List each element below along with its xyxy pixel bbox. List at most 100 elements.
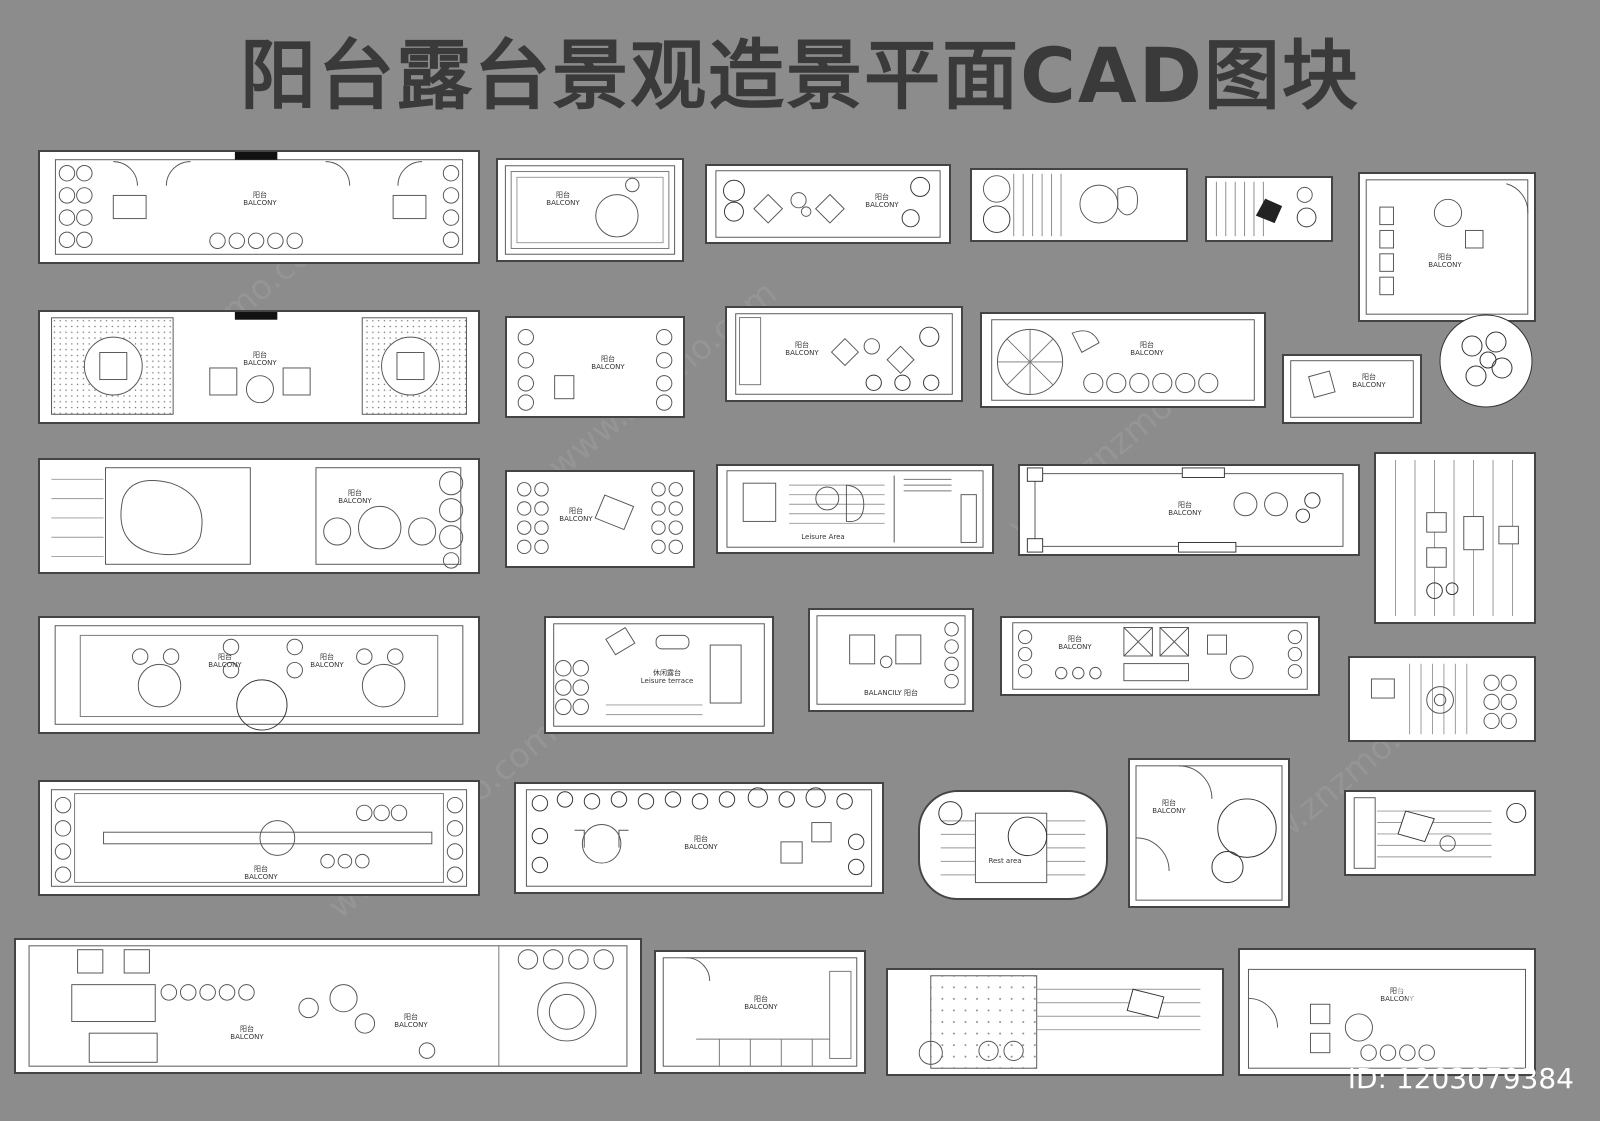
plan-balcony-11: 阳台 BALCONY	[1282, 354, 1422, 424]
room-label-en: BALCONY	[208, 660, 242, 669]
plan-balcony-14: 阳台 BALCONY	[1018, 464, 1360, 556]
plan-drawing	[504, 165, 676, 255]
plan-drawing	[28, 945, 628, 1067]
plan-drawing	[525, 787, 873, 887]
room-label-en: BALCONY	[244, 872, 278, 881]
plan-drawing	[517, 482, 683, 555]
room-label-en: BALCONY	[1380, 994, 1414, 1003]
plan-drawing	[1290, 360, 1414, 418]
plan-drawing	[938, 801, 1086, 884]
room-label-en: BALCONY	[1168, 508, 1202, 517]
area-label-en: Rest area	[988, 857, 1022, 865]
image-id: ID: 1203079384	[1347, 1062, 1574, 1095]
room-label-cn: 阳台	[253, 351, 267, 359]
plan-drawing	[54, 152, 464, 255]
room-label-cn: 阳台	[240, 1025, 254, 1033]
room-label-en: BALCONY	[744, 1002, 778, 1011]
area-label-cn: 休闲露台	[653, 669, 681, 677]
page-title: 阳台露台景观造景平面CAD图块	[240, 31, 1360, 120]
plan-drawing	[1215, 181, 1317, 237]
plan-drawing	[1135, 765, 1283, 901]
plan-balcony-22: 阳台 BALCONY	[1238, 948, 1536, 1076]
plan-drawing	[816, 615, 966, 705]
plan-balcony-7: 阳台 BALCONY	[38, 310, 480, 424]
room-label-en: BALCONY	[243, 358, 277, 367]
room-label-en: BALCONY	[243, 198, 277, 207]
plan-drawing	[50, 789, 468, 887]
plan-drawing	[1247, 968, 1527, 1069]
area-label: BALANCILY 阳台	[863, 689, 919, 697]
room-label-cn: 阳台	[404, 1013, 418, 1021]
plan-drawing	[662, 957, 858, 1067]
room-label-cn: 阳台	[694, 835, 708, 843]
plan-drawing	[553, 623, 765, 727]
room-label-cn: 阳台	[1390, 987, 1404, 995]
plan-balancily: BALANCILY 阳台	[808, 608, 974, 712]
plan-drawing	[982, 173, 1138, 237]
plan-balcony-15: 阳台 BALCONY 阳台 BALCONY	[38, 616, 480, 734]
plan-balcony-2: 阳台 BALCONY	[496, 158, 684, 262]
room-label-en: BALCONY	[394, 1020, 428, 1029]
room-label-en: BALCONY	[559, 514, 593, 523]
plan-drawing	[715, 170, 941, 238]
room-label-cn: 阳台	[253, 191, 267, 199]
room-label-en: BALCONY	[1058, 642, 1092, 651]
plan-drawing	[517, 329, 673, 411]
room-label-cn: 阳台	[556, 191, 570, 199]
room-label-cn: 阳台	[1162, 799, 1176, 807]
room-label-cn: 阳台	[1438, 253, 1452, 261]
plan-drawing	[991, 319, 1255, 401]
plan-balcony-1: 阳台 BALCONY	[38, 150, 480, 264]
plan-balcony-5	[1205, 176, 1333, 242]
room-label-en: BALCONY	[1352, 380, 1386, 389]
room-label-cn: 阳台	[348, 489, 362, 497]
plan-balcony-21: 阳台 BALCONY	[654, 950, 866, 1074]
room-label-en: BALCONY	[591, 362, 625, 371]
room-label-en: BALCONY	[546, 198, 580, 207]
room-label-en: BALCONY	[230, 1032, 264, 1041]
plan-balcony-8: 阳台 BALCONY	[505, 316, 685, 418]
plan-deck-3	[1344, 790, 1536, 876]
room-label-cn: 阳台	[320, 653, 334, 661]
plan-balcony-16: 阳台 BALCONY	[1000, 616, 1320, 696]
plan-drawing	[1026, 467, 1344, 553]
plan-drawing	[1370, 663, 1517, 735]
brand-logo: 知末	[1392, 972, 1520, 1046]
room-label-cn: 阳台	[1140, 341, 1154, 349]
plan-leisure-area: Leisure Area	[716, 464, 994, 554]
plan-drawing	[1012, 622, 1308, 690]
room-label-en: BALCONY	[1152, 806, 1186, 815]
plan-deck-1	[1374, 452, 1536, 624]
plan-drawing	[1365, 179, 1529, 315]
room-label-cn: 阳台	[218, 653, 232, 661]
plan-drawing	[54, 625, 464, 731]
room-label-en: BALCONY	[338, 496, 372, 505]
plan-balcony-18: 阳台 BALCONY	[514, 782, 884, 894]
room-label-cn: 阳台	[754, 995, 768, 1003]
room-label-en: BALCONY	[310, 660, 344, 669]
plan-drawing	[1353, 797, 1527, 869]
plan-balcony-17: 阳台 BALCONY	[38, 780, 480, 896]
tree-icon	[1439, 314, 1533, 408]
plan-drawing	[51, 312, 467, 415]
room-label-cn: 阳台	[601, 355, 615, 363]
room-label-en: BALCONY	[684, 842, 718, 851]
plan-balcony-10: 阳台 BALCONY	[980, 312, 1266, 408]
room-label-cn: 阳台	[1178, 501, 1192, 509]
room-label-en: BALCONY	[1130, 348, 1164, 357]
plan-leisure-terrace: 休闲露台 Leisure terrace	[544, 616, 774, 734]
plan-balcony-3: 阳台 BALCONY	[705, 164, 951, 244]
plan-drawing	[918, 975, 1201, 1069]
plan-balcony-20: 阳台 BALCONY 阳台 BALCONY	[14, 938, 642, 1074]
plan-deck-2	[1348, 656, 1536, 742]
plan-balcony-13: 阳台 BALCONY	[505, 470, 695, 568]
room-label-cn: 阳台	[1068, 635, 1082, 643]
plan-balcony-19: 阳台 BALCONY	[1128, 758, 1290, 908]
room-label-cn: 阳台	[254, 865, 268, 873]
plan-drawing	[1395, 459, 1519, 617]
plan-drawing	[735, 313, 953, 395]
room-label-cn: 阳台	[795, 341, 809, 349]
plan-balcony-4	[970, 168, 1188, 242]
plan-drawing	[726, 470, 984, 548]
plan-balcony-9: 阳台 BALCONY	[725, 306, 963, 402]
